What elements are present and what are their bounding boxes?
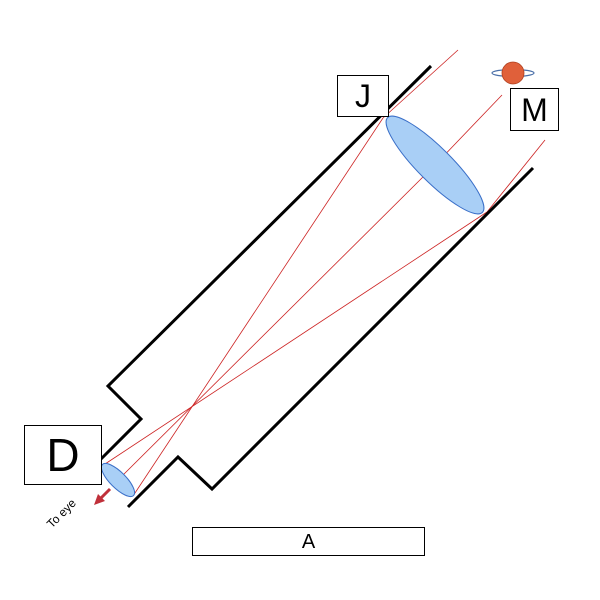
eyepiece-lens bbox=[100, 462, 136, 498]
objective-lens bbox=[385, 115, 485, 215]
converging-ray-bottom bbox=[101, 211, 488, 467]
arrow-icon bbox=[94, 487, 112, 505]
tube-lower-wall bbox=[126, 166, 535, 509]
light-rays bbox=[101, 49, 546, 497]
converging-ray-top bbox=[132, 117, 384, 497]
light-ray-upper bbox=[382, 49, 459, 119]
tube-upper-wall bbox=[98, 64, 433, 462]
label-d: D bbox=[24, 425, 102, 485]
label-a: A bbox=[192, 527, 425, 556]
light-ray-lower bbox=[486, 139, 546, 213]
telescope-tube bbox=[98, 64, 535, 509]
planet-body bbox=[501, 61, 525, 85]
planet-icon bbox=[491, 61, 535, 85]
label-j: J bbox=[337, 75, 389, 117]
converging-ray-center bbox=[117, 164, 436, 481]
label-m: M bbox=[510, 88, 559, 131]
